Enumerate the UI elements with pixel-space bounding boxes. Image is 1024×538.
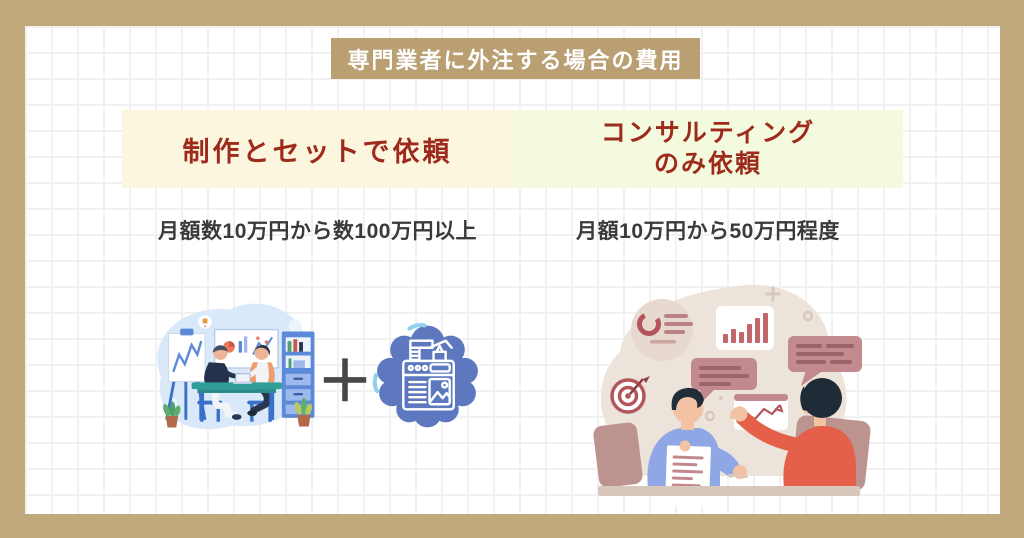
speech-bubble-left	[691, 358, 757, 404]
office-meeting-illustration	[134, 281, 326, 455]
plant-right	[294, 397, 313, 427]
person-right	[730, 378, 856, 488]
plant-left	[163, 401, 181, 428]
price-production-set: 月額数10万円から数100万円以上	[158, 220, 477, 243]
office-meeting-svg	[157, 303, 315, 430]
header-consulting-only-label: コンサルティング のみ依頼	[600, 118, 816, 178]
page-title: 専門業者に外注する場合の費用	[347, 47, 684, 73]
comparison-headers: 制作とセットで依頼 コンサルティング のみ依頼	[122, 110, 903, 188]
header-production-set-label: 制作とセットで依頼	[182, 136, 453, 167]
consulting-svg	[593, 284, 871, 507]
header-production-set: 制作とセットで依頼	[122, 110, 513, 188]
cloud-svg	[372, 323, 478, 428]
title-badge: 専門業者に外注する場合の費用	[331, 38, 700, 79]
consulting-discussion-illustration	[588, 276, 875, 510]
website-production-cloud-icon	[367, 317, 488, 435]
target-icon	[610, 376, 650, 414]
speech-bubble-right	[788, 336, 862, 386]
grid-paper-background	[25, 26, 1000, 514]
price-consulting-only: 月額10万円から50万円程度	[576, 220, 840, 243]
plus-icon: ＋	[317, 349, 373, 413]
header-consulting-only: コンサルティング のみ依頼	[513, 110, 903, 188]
